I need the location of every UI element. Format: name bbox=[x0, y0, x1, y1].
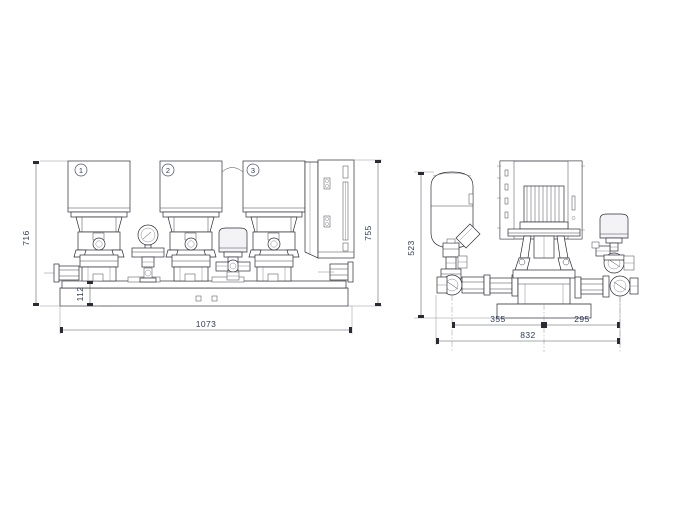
pump-body-side bbox=[496, 269, 592, 319]
right-pipe-spool-side bbox=[574, 275, 610, 299]
callout-balloon-1: 1 bbox=[74, 163, 88, 177]
diaphragm-valve-front bbox=[215, 227, 251, 281]
dimension-716: 716 bbox=[21, 161, 39, 306]
right-end-valve-side bbox=[609, 275, 639, 297]
dimension-295-label: 295 bbox=[574, 314, 589, 324]
left-check-valve-side bbox=[436, 274, 491, 296]
dimension-523-label: 523 bbox=[406, 240, 416, 255]
dimension-523: 523 bbox=[406, 171, 500, 319]
pump-unit-1 bbox=[67, 160, 131, 282]
side-elevation-view bbox=[430, 160, 639, 319]
diaphragm-tank-side bbox=[430, 171, 481, 249]
right-valve-actuator-side bbox=[591, 213, 635, 274]
dimension-295: 295 bbox=[544, 314, 620, 328]
dimension-755-label: 755 bbox=[363, 225, 373, 240]
dimension-1073-label: 1073 bbox=[196, 319, 217, 329]
tank-valve-assembly-side bbox=[440, 238, 468, 280]
pump-unit-2 bbox=[159, 160, 223, 282]
callout-balloon-2: 2 bbox=[161, 163, 175, 177]
dimension-112-label: 112 bbox=[75, 287, 85, 302]
suction-manifold-left-stub bbox=[44, 263, 80, 283]
dimension-832: 832 bbox=[435, 295, 621, 345]
dimension-1073: 1073 bbox=[59, 306, 353, 334]
dimension-355-label: 355 bbox=[490, 314, 505, 324]
discharge-manifold-right-stub bbox=[318, 261, 354, 283]
front-view-callouts: 1 2 3 bbox=[74, 163, 260, 177]
dimension-755: 755 bbox=[352, 159, 382, 307]
motor-stool-side bbox=[507, 228, 581, 271]
pressure-gauge-assembly bbox=[131, 224, 165, 283]
front-view-dimensions: 716 112 755 1073 bbox=[21, 159, 382, 334]
dimension-716-label: 716 bbox=[21, 230, 31, 245]
side-view-dimensions: 523 355 295 832 bbox=[406, 171, 621, 352]
callout-1-label: 1 bbox=[79, 166, 83, 175]
control-cabinet-front bbox=[304, 159, 355, 259]
callout-balloon-3: 3 bbox=[246, 163, 260, 177]
dimension-112: 112 bbox=[75, 281, 93, 306]
callout-3-label: 3 bbox=[251, 166, 255, 175]
front-elevation-view bbox=[44, 159, 355, 307]
pump-unit-3 bbox=[242, 160, 306, 282]
dimension-355: 355 bbox=[452, 314, 544, 328]
dimension-832-label: 832 bbox=[520, 330, 535, 340]
base-frame-front bbox=[59, 276, 352, 307]
callout-2-label: 2 bbox=[166, 166, 170, 175]
motor-side bbox=[519, 185, 569, 230]
